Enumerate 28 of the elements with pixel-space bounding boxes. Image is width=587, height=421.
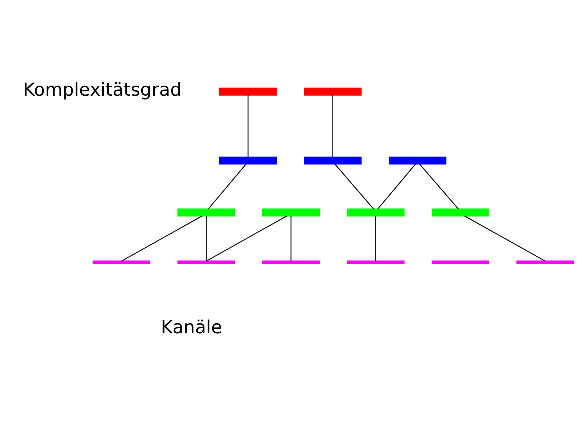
label: Komplexitätsgrad xyxy=(23,80,182,102)
connector xyxy=(121,216,203,262)
node-bar xyxy=(347,208,405,217)
connector xyxy=(208,164,247,210)
node-bar xyxy=(92,260,151,264)
connector xyxy=(290,216,292,262)
connector xyxy=(248,95,249,158)
node-bar xyxy=(432,260,490,264)
connector xyxy=(332,95,334,158)
node-bar xyxy=(220,88,278,96)
node-bar xyxy=(432,208,490,217)
connector xyxy=(206,216,207,262)
node-bar xyxy=(262,260,320,264)
node-bar xyxy=(388,156,447,165)
node-bar xyxy=(178,208,236,217)
label: Kanäle xyxy=(161,317,222,338)
connector xyxy=(206,216,288,262)
node-bar xyxy=(220,156,278,165)
node-bar xyxy=(347,260,405,264)
node-bar xyxy=(516,260,574,264)
connector xyxy=(334,164,374,210)
node-bar xyxy=(304,156,362,165)
connector xyxy=(464,216,546,262)
node-bar xyxy=(262,208,320,217)
connector xyxy=(378,164,416,210)
node-bar xyxy=(304,88,362,96)
node-bar xyxy=(178,260,236,264)
connector xyxy=(419,164,460,210)
